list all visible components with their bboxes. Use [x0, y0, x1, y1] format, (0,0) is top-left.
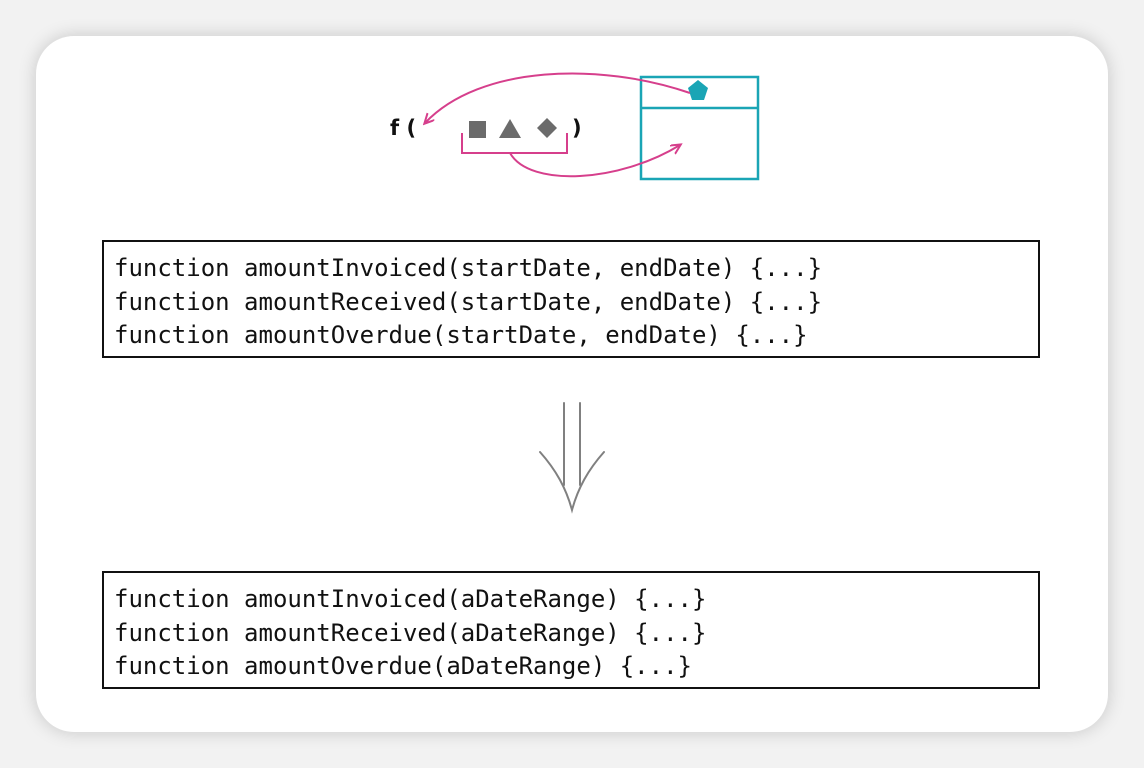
code-line: function amountInvoiced(startDate, endDa… [114, 254, 823, 282]
after-code-block: function amountInvoiced(aDateRange) {...… [102, 571, 1040, 689]
code-line: function amountInvoiced(aDateRange) {...… [114, 585, 707, 613]
function-call-open: f ( [390, 116, 417, 140]
pentagon-icon [688, 80, 708, 100]
diamond-icon [537, 118, 557, 138]
square-icon [469, 121, 486, 138]
transform-arrow-icon [539, 402, 605, 514]
code-line: function amountReceived(startDate, endDa… [114, 287, 823, 316]
parameter-object-box [639, 75, 760, 181]
function-call-close: ) [572, 116, 582, 140]
code-line: function amountReceived(aDateRange) {...… [114, 618, 707, 647]
pass-object-arrow [425, 72, 691, 123]
before-code-block: function amountInvoiced(startDate, endDa… [102, 240, 1040, 358]
triangle-icon [499, 119, 521, 138]
parameters-bracket [461, 133, 568, 154]
group-into-object-arrow [509, 145, 680, 178]
code-line: function amountOverdue(startDate, endDat… [114, 321, 808, 349]
code-line: function amountOverdue(aDateRange) {...} [114, 652, 692, 680]
